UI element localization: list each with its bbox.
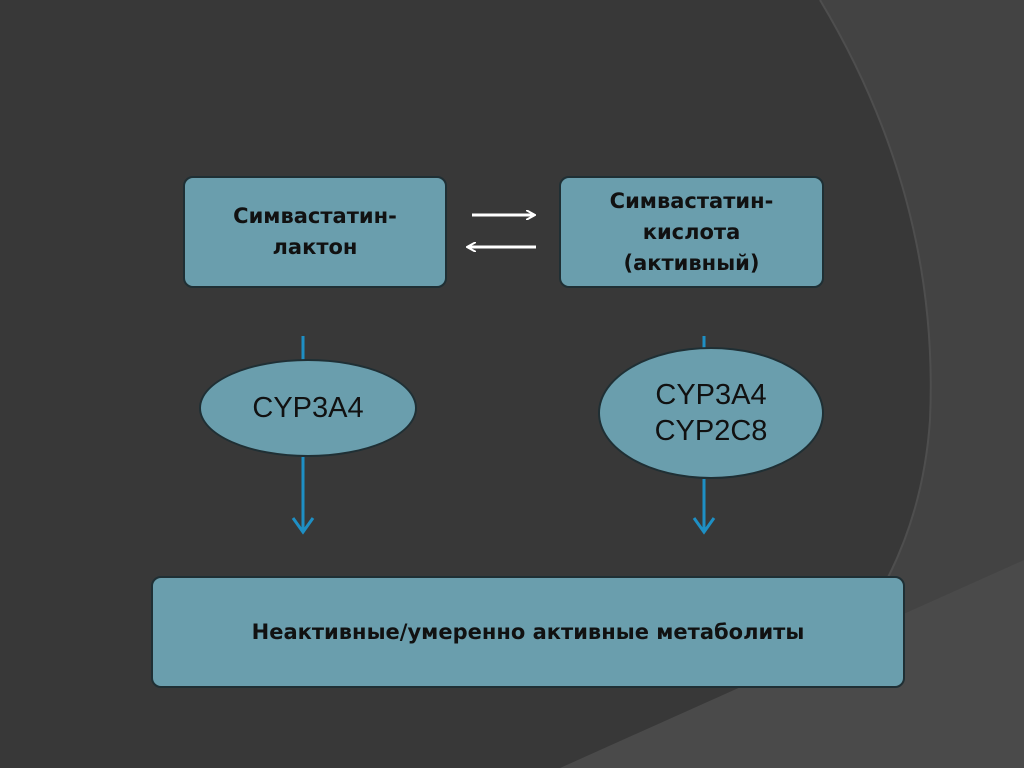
- enzyme-label-cyp2c8: CYP2C8: [654, 415, 768, 447]
- inactive-metabolites-box: Неактивные/умеренно активные метаболиты: [151, 576, 905, 688]
- simvastatin-lactone-label: Симвастатин- лактон: [233, 204, 397, 259]
- simvastatin-lactone-box: Симвастатин- лактон: [183, 176, 447, 288]
- enzyme-label-cyp3a4: CYP3A4: [655, 379, 767, 411]
- inactive-metabolites-label: Неактивные/умеренно активные метаболиты: [251, 620, 805, 644]
- cyp3a4-cyp2c8-enzyme-ellipse: CYP3A4 CYP2C8: [598, 347, 824, 479]
- enzyme-label-cyp3a4: CYP3A4: [252, 392, 364, 424]
- simvastatin-acid-label: Симвастатин- кислота (активный): [609, 188, 774, 275]
- simvastatin-acid-box: Симвастатин- кислота (активный): [559, 176, 824, 288]
- cyp3a4-enzyme-ellipse: CYP3A4: [199, 359, 417, 457]
